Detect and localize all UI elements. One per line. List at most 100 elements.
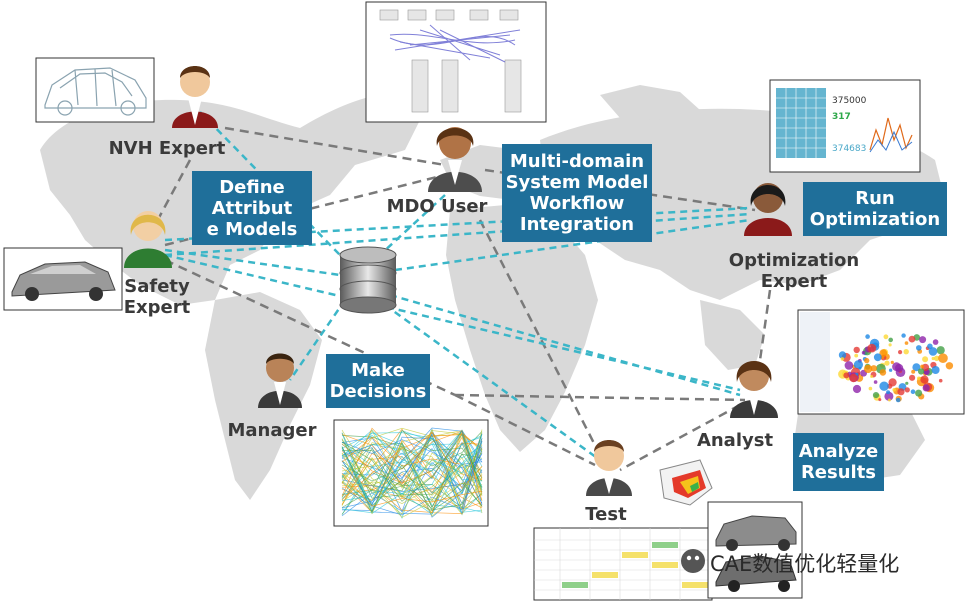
bubble xyxy=(931,356,935,361)
parallel-line xyxy=(341,442,483,501)
bubble xyxy=(904,341,909,345)
bubble xyxy=(917,368,925,375)
link-analyst-test xyxy=(619,403,741,472)
parallel-line xyxy=(341,444,483,515)
bubble xyxy=(895,397,901,403)
bubble xyxy=(852,384,862,394)
safety-expert-icon xyxy=(124,211,172,268)
bubble xyxy=(873,353,882,362)
parallel-line xyxy=(341,434,483,516)
bubble xyxy=(872,392,880,399)
workflow-thumbnail xyxy=(365,1,547,123)
parallel-line xyxy=(341,439,483,504)
bubble xyxy=(853,346,860,354)
task-workflow-integration: Multi-domain System Model Workflow Integ… xyxy=(502,144,652,242)
bubble xyxy=(865,334,870,339)
bubble xyxy=(920,364,924,369)
bubble xyxy=(844,361,854,370)
bubble xyxy=(863,364,873,374)
bubble xyxy=(945,362,954,370)
bubble xyxy=(861,350,866,355)
bubble xyxy=(895,363,904,373)
task-analyze-results: Analyze Results xyxy=(793,433,884,491)
task-run-optimization: Run Optimization xyxy=(803,182,947,236)
link-nvh-mdo xyxy=(224,126,446,167)
bubble xyxy=(938,378,943,383)
parallel-line xyxy=(341,441,483,515)
bubble xyxy=(922,356,929,363)
parallel-line xyxy=(341,437,483,510)
bubble xyxy=(887,398,891,402)
parallel-lines xyxy=(341,427,483,519)
bubble xyxy=(879,381,889,391)
dashboard-thumbnail xyxy=(769,79,921,173)
fem-part-thumbnail xyxy=(659,459,713,506)
bubble xyxy=(864,357,870,364)
parallel-line xyxy=(341,437,483,508)
link-db-manager xyxy=(288,299,347,381)
bubble xyxy=(916,345,922,351)
role-analyst: Analyst xyxy=(696,430,774,451)
bubble xyxy=(928,347,938,356)
bubble xyxy=(843,372,850,379)
role-test: Test xyxy=(585,504,627,525)
parallel-line xyxy=(341,429,483,516)
bubble xyxy=(919,336,927,344)
bubble xyxy=(898,350,903,355)
bubble xyxy=(920,375,929,384)
link-safety-manager xyxy=(164,258,456,397)
bubble xyxy=(888,368,893,372)
link-optimization-analyst xyxy=(758,289,772,361)
test-icon xyxy=(586,440,632,496)
parallel-line xyxy=(341,434,483,500)
bubble xyxy=(932,339,939,345)
bubble xyxy=(883,334,889,340)
bubble xyxy=(915,389,923,397)
dashboard-value-3: 374683 xyxy=(832,144,867,154)
link-mdo-db xyxy=(379,194,446,256)
dashboard-value-2: 317 xyxy=(832,112,851,122)
bubble xyxy=(873,380,878,384)
bubble xyxy=(867,343,877,353)
bubble xyxy=(868,386,873,391)
parallel-coordinates-thumbnail xyxy=(333,419,489,527)
bubble xyxy=(890,360,894,364)
bubble xyxy=(888,343,892,347)
bubble xyxy=(931,366,940,374)
parallel-line xyxy=(341,439,483,501)
bubble xyxy=(878,398,882,402)
link-safety-optimization-2 xyxy=(164,212,751,257)
role-optimization-expert: Optimization Expert xyxy=(728,250,860,292)
dashboard-grid xyxy=(776,88,826,158)
bubble xyxy=(888,337,893,343)
bubble-cluster xyxy=(838,333,954,403)
bubble xyxy=(908,335,916,343)
bubble xyxy=(911,369,916,374)
bubble xyxy=(922,384,930,392)
parallel-line xyxy=(341,431,483,489)
link-manager-analyst xyxy=(454,393,746,402)
bubble xyxy=(901,333,906,338)
optimization-expert-icon xyxy=(744,183,792,236)
bubble xyxy=(870,365,877,372)
bubble xyxy=(854,353,859,358)
parallel-line xyxy=(341,432,483,459)
manager-icon xyxy=(258,353,302,408)
link-safety-analyst xyxy=(164,253,741,392)
bubble-chart-thumbnail xyxy=(797,309,965,415)
parallel-line xyxy=(341,430,483,508)
bubble xyxy=(879,369,887,376)
mdo-user-icon xyxy=(428,127,482,192)
analyst-icon xyxy=(730,361,778,418)
crash-test-thumbnail xyxy=(707,501,803,599)
task-make-decisions: Make Decisions xyxy=(326,354,430,408)
parallel-line xyxy=(341,433,483,502)
link-db-analyst xyxy=(389,293,741,397)
wechat-icon xyxy=(681,549,705,573)
role-nvh-expert: NVH Expert xyxy=(108,138,226,159)
bubble xyxy=(912,363,921,372)
bubble xyxy=(884,391,894,401)
task-define-attribute-models: Define Attribut e Models xyxy=(192,171,312,245)
parallel-line xyxy=(341,428,483,509)
